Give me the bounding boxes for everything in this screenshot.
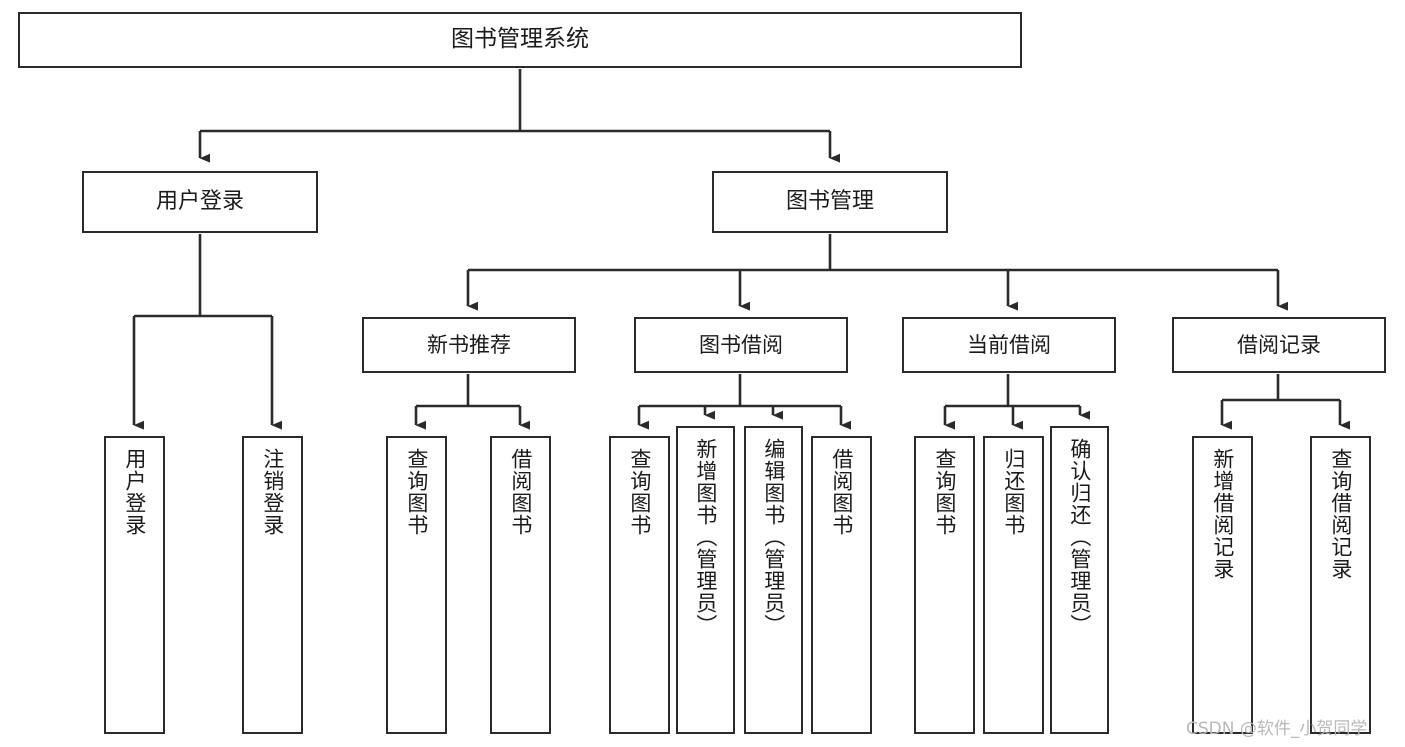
leaf-borrow-book-1[interactable]: 借阅图书 xyxy=(490,436,551,734)
leaf-query-record[interactable]: 查询借阅记录 xyxy=(1310,436,1371,734)
leaf-query-book-1[interactable]: 查询图书 xyxy=(386,436,447,734)
leaf-add-record[interactable]: 新增借阅记录 xyxy=(1192,436,1253,734)
node-new-book-recommend-label: 新书推荐 xyxy=(427,332,511,357)
leaf-query-book-3-label: 查询图书 xyxy=(932,448,957,536)
node-book-borrow-label: 图书借阅 xyxy=(699,332,783,357)
leaf-add-book[interactable]: 新增图书（管理员） xyxy=(676,426,735,734)
leaf-return-book-label: 归还图书 xyxy=(1001,448,1026,536)
leaf-confirm-return-label: 确认归还（管理员） xyxy=(1067,438,1092,636)
leaf-query-book-2-label: 查询图书 xyxy=(627,448,652,536)
leaf-user-login[interactable]: 用户登录 xyxy=(104,436,165,734)
leaf-user-login-label: 用户登录 xyxy=(122,448,147,536)
leaf-borrow-book-2[interactable]: 借阅图书 xyxy=(811,436,872,734)
leaf-query-record-label: 查询借阅记录 xyxy=(1328,448,1353,580)
node-current-borrow-label: 当前借阅 xyxy=(967,332,1051,357)
leaf-borrow-book-2-label: 借阅图书 xyxy=(829,448,854,536)
leaf-query-book-3[interactable]: 查询图书 xyxy=(914,436,975,734)
node-book-manage[interactable]: 图书管理 xyxy=(712,171,948,233)
leaf-logout-login[interactable]: 注销登录 xyxy=(242,436,303,734)
leaf-confirm-return[interactable]: 确认归还（管理员） xyxy=(1050,426,1109,734)
node-borrow-record[interactable]: 借阅记录 xyxy=(1172,317,1386,373)
node-book-borrow[interactable]: 图书借阅 xyxy=(634,317,848,373)
leaf-add-book-label: 新增图书（管理员） xyxy=(693,438,718,636)
leaf-logout-login-label: 注销登录 xyxy=(260,448,285,536)
leaf-add-record-label: 新增借阅记录 xyxy=(1210,448,1235,580)
node-root[interactable]: 图书管理系统 xyxy=(18,12,1022,68)
node-borrow-record-label: 借阅记录 xyxy=(1237,332,1321,357)
leaf-borrow-book-1-label: 借阅图书 xyxy=(508,448,533,536)
leaf-edit-book-label: 编辑图书（管理员） xyxy=(761,438,786,636)
leaf-return-book[interactable]: 归还图书 xyxy=(983,436,1044,734)
csdn-watermark: CSDN @软件_小贺同学 xyxy=(1186,719,1368,739)
node-current-borrow[interactable]: 当前借阅 xyxy=(902,317,1116,373)
leaf-edit-book[interactable]: 编辑图书（管理员） xyxy=(744,426,803,734)
node-user-login[interactable]: 用户登录 xyxy=(82,171,318,233)
node-book-manage-label: 图书管理 xyxy=(785,189,874,215)
node-new-book-recommend[interactable]: 新书推荐 xyxy=(362,317,576,373)
leaf-query-book-1-label: 查询图书 xyxy=(404,448,429,536)
node-user-login-label: 用户登录 xyxy=(155,189,244,215)
leaf-query-book-2[interactable]: 查询图书 xyxy=(609,436,670,734)
node-root-label: 图书管理系统 xyxy=(451,26,589,53)
